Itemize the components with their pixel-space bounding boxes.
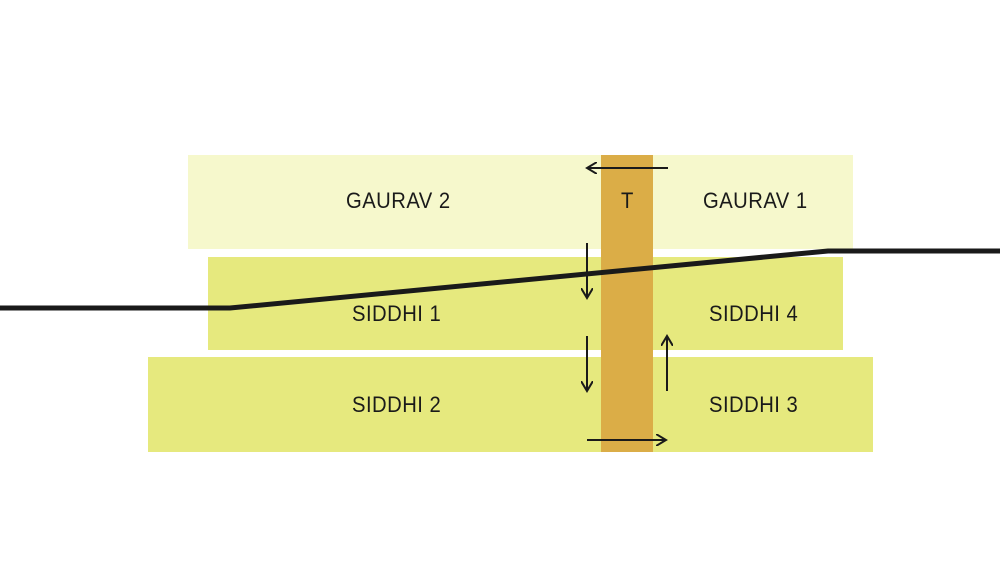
- tower-block: [601, 155, 653, 452]
- gaurav-2-label: GAURAV 2: [346, 188, 451, 213]
- section-line: [0, 248, 1000, 311]
- siddhi-4-label: SIDDHI 4: [709, 301, 799, 326]
- tower-label: T: [621, 188, 634, 213]
- siddhi-1-4-block: [208, 257, 843, 350]
- gaurav-1-label: GAURAV 1: [703, 188, 808, 213]
- siddhi-2-label: SIDDHI 2: [352, 392, 442, 417]
- siddhi-2-3-block: [148, 357, 873, 452]
- gaurav-block: [188, 155, 853, 249]
- siddhi-3-label: SIDDHI 3: [709, 392, 799, 417]
- siddhi-1-label: SIDDHI 1: [352, 301, 442, 326]
